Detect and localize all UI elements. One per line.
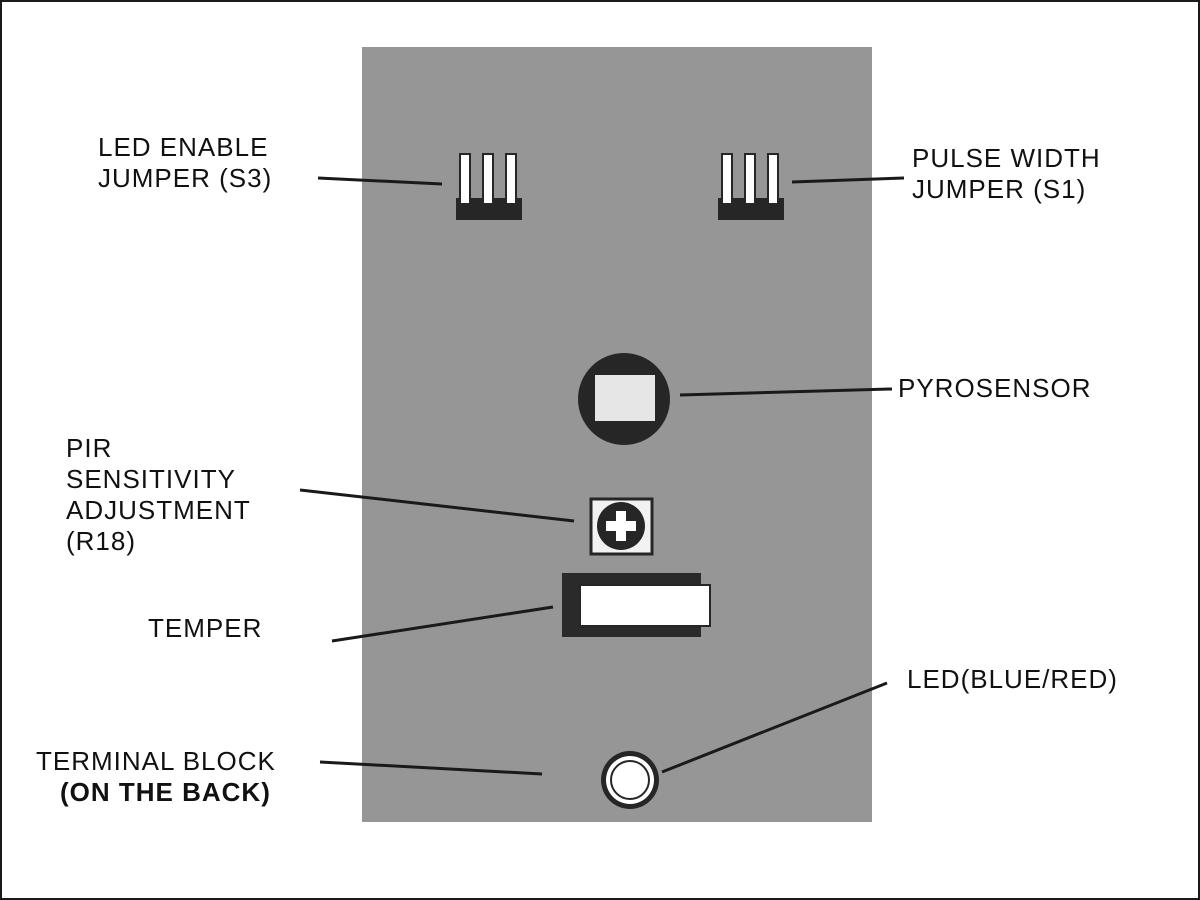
- label-temper: TEMPER: [148, 613, 262, 644]
- leader-line-led-enable: [317, 176, 443, 186]
- led-enable-jumper: [456, 153, 522, 220]
- label-pir-sensitivity: PIR SENSITIVITY ADJUSTMENT (R18): [66, 433, 251, 557]
- pulse-width-jumper: [718, 153, 784, 220]
- label-line: JUMPER (S1): [912, 174, 1087, 204]
- leader-line-pyrosensor: [679, 387, 893, 397]
- label-line: ADJUSTMENT: [66, 495, 251, 525]
- label-line: SENSITIVITY: [66, 464, 236, 494]
- label-line: PIR: [66, 433, 113, 463]
- leader-line-temper: [331, 605, 554, 643]
- leader-line-pir-sensitivity: [299, 488, 575, 523]
- leader-lines: [299, 176, 905, 776]
- pir-sensitivity-potentiometer: [589, 497, 654, 556]
- label-led-enable-jumper: LED ENABLE JUMPER (S3): [98, 132, 272, 194]
- label-terminal-block: TERMINAL BLOCK (ON THE BACK): [36, 746, 276, 808]
- label-line: (R18): [66, 526, 137, 556]
- label-line: PYROSENSOR: [898, 373, 1092, 403]
- leader-line-terminal-block: [319, 760, 543, 776]
- label-line: LED ENABLE: [98, 132, 269, 162]
- label-pulse-width-jumper: PULSE WIDTH JUMPER (S1): [912, 143, 1101, 205]
- label-line: TERMINAL BLOCK: [36, 746, 276, 776]
- label-led: LED(BLUE/RED): [907, 664, 1118, 695]
- led: [601, 751, 659, 809]
- pyrosensor: [578, 353, 670, 445]
- label-line: TEMPER: [148, 613, 263, 643]
- leader-line-led: [661, 681, 888, 774]
- temper-switch: [562, 573, 711, 637]
- label-line: LED(BLUE/RED): [907, 664, 1118, 694]
- label-line-bold: (ON THE BACK): [60, 777, 271, 807]
- label-line: PULSE WIDTH: [912, 143, 1101, 173]
- label-line: JUMPER (S3): [98, 163, 273, 193]
- leader-line-pulse-width: [791, 176, 905, 184]
- label-pyrosensor: PYROSENSOR: [898, 373, 1092, 404]
